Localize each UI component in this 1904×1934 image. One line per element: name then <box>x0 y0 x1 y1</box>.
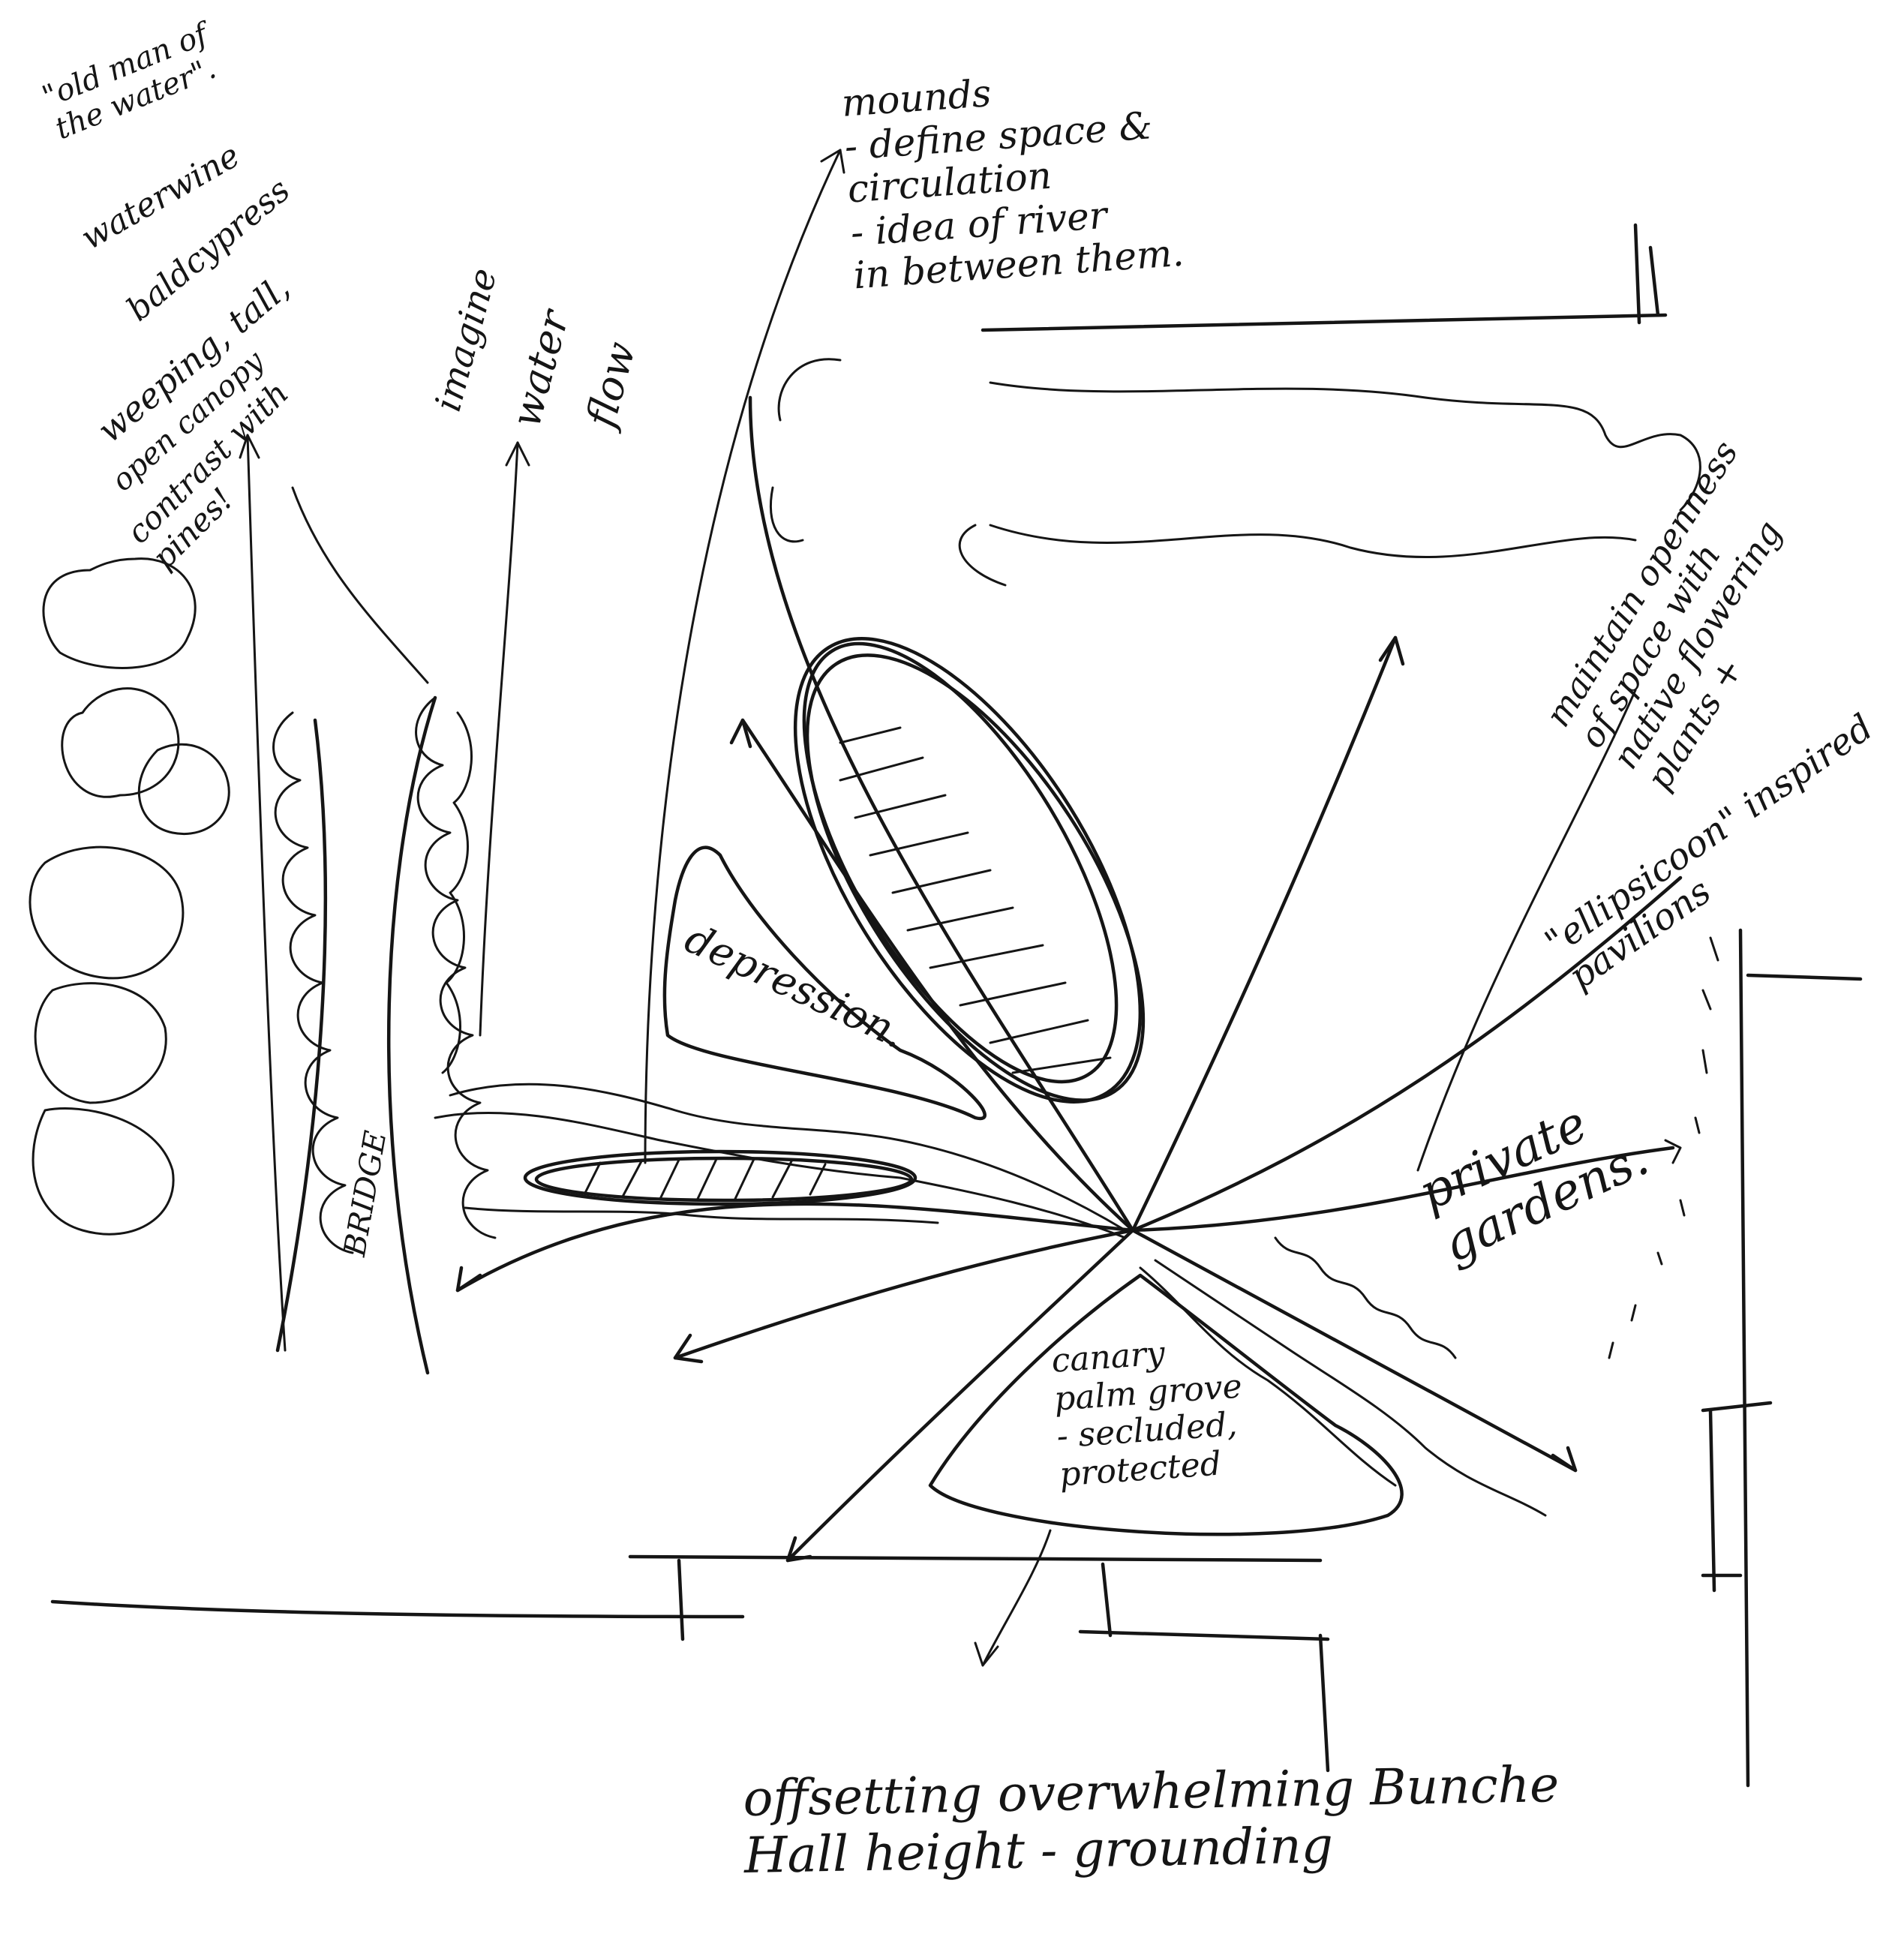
site-edges <box>53 930 1860 1785</box>
note-offsetting-grounding: offsetting overwhelming Bunche Hall heig… <box>743 1756 1560 1884</box>
tree-clusters <box>30 559 229 1235</box>
pond <box>525 1152 915 1204</box>
note-mounds: mounds - define space & circulation - id… <box>840 59 1185 298</box>
bridge-rails <box>278 698 435 1373</box>
upper-mound <box>770 359 1700 585</box>
note-canary-palm-grove: canary palm grove - secluded, protected <box>1050 1330 1248 1494</box>
river-waves <box>435 1084 1545 1515</box>
